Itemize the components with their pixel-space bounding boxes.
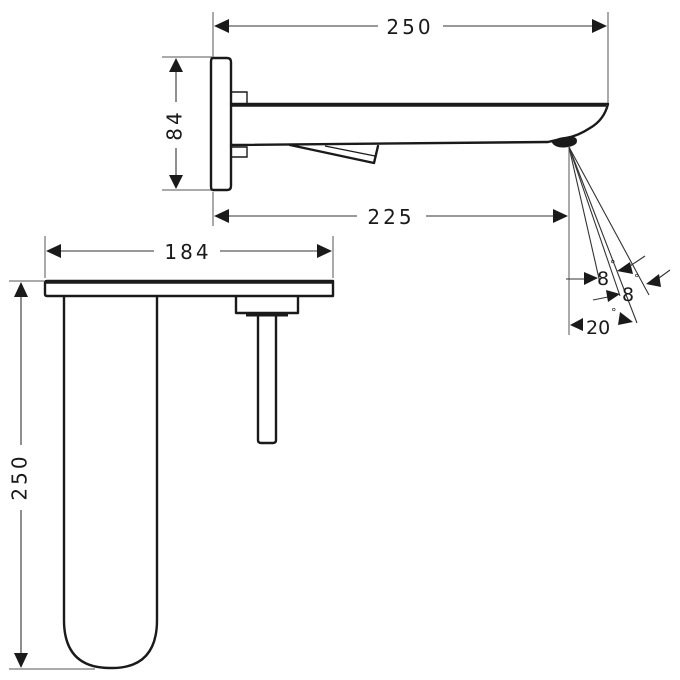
side-view: 250 84	[162, 12, 671, 339]
arrow-left-icon	[617, 262, 633, 274]
arrow-up-icon	[169, 58, 183, 72]
arrow-up-icon	[14, 282, 28, 297]
dimension-250-top: 250	[214, 15, 607, 39]
front-view: 184 250	[8, 236, 335, 670]
arrow-right-icon	[592, 19, 607, 33]
degree-symbol: °	[610, 258, 616, 271]
arrow-right-icon	[618, 312, 633, 325]
arrow-left-icon	[214, 19, 229, 33]
mount-block-lower	[231, 146, 248, 158]
lever-handle	[288, 143, 380, 165]
arrow-right-icon	[584, 272, 598, 285]
arrow-down-icon	[14, 653, 28, 668]
arrow-right-icon	[606, 290, 620, 302]
spray-angle-annotations: 8 ° 8 ° 20 °	[566, 255, 671, 339]
dimension-184: 184	[46, 240, 332, 264]
aerator	[551, 136, 577, 148]
arrow-left-icon	[646, 274, 661, 287]
dimension-label-outlet-distance: 225	[367, 205, 414, 229]
dimension-label-total-length: 250	[386, 15, 433, 39]
spout-body	[229, 102, 610, 147]
degree-symbol: °	[634, 272, 640, 285]
dimension-250-left: 250	[8, 282, 32, 668]
spout-front	[62, 295, 159, 670]
dimension-225: 225	[214, 205, 568, 229]
dimension-label-width: 184	[164, 240, 211, 264]
arrow-left-icon	[570, 318, 583, 331]
spray-angle-label-2: 8	[622, 284, 634, 306]
spray-pattern	[568, 146, 650, 324]
arrow-down-icon	[169, 175, 183, 189]
arrow-right-icon	[553, 209, 568, 223]
handle-lever-front	[256, 314, 278, 445]
spray-angle-label-total: 20	[586, 317, 610, 339]
dimension-84: 84	[163, 58, 187, 189]
mount-block-upper	[231, 91, 248, 104]
dimension-label-plate-height: 84	[163, 109, 187, 140]
arrow-right-icon	[317, 244, 332, 258]
spray-angle-label-1: 8	[597, 268, 609, 290]
wall-plate	[209, 56, 233, 192]
degree-symbol: °	[611, 306, 617, 319]
lever-handle-detail	[324, 145, 376, 157]
arrow-left-icon	[46, 244, 61, 258]
dimension-label-height: 250	[8, 453, 32, 500]
handle-base	[234, 295, 300, 315]
arrow-left-icon	[214, 209, 229, 223]
